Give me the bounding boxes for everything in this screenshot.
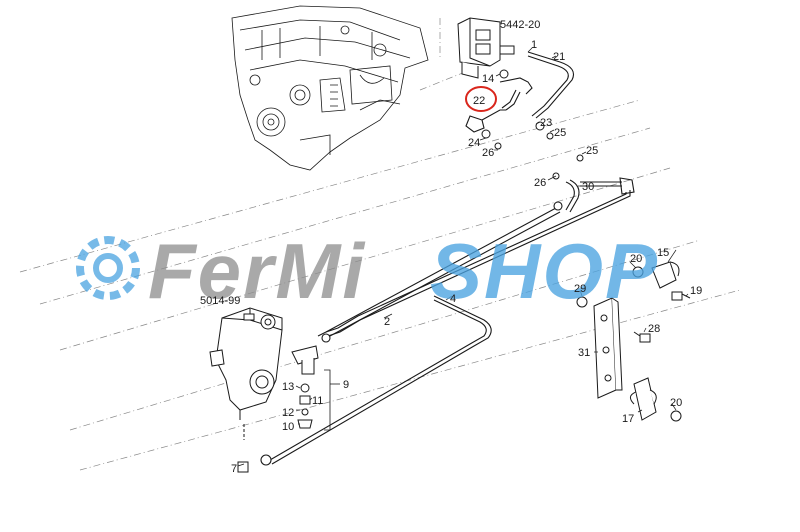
steering-gear-5014-99 — [209, 307, 283, 473]
callout-10: 10 — [282, 421, 294, 433]
pipe-return — [260, 295, 492, 466]
callout-15: 15 — [657, 247, 669, 259]
callout-22: 22 — [473, 95, 485, 107]
fittings-top — [481, 69, 584, 180]
valve-block-5442-20 — [457, 17, 515, 79]
callout-25-upper: 25 — [554, 127, 566, 139]
callout-28: 28 — [648, 323, 660, 335]
callout-9: 9 — [343, 379, 349, 391]
tee-fitting-9 — [291, 345, 319, 429]
callout-23: 23 — [540, 117, 552, 129]
callout-26-upper: 26 — [482, 147, 494, 159]
callout-2: 2 — [384, 316, 390, 328]
callout-20-upper: 20 — [630, 253, 642, 265]
callout-12: 12 — [282, 407, 294, 419]
clamp-17 — [630, 377, 657, 421]
callout-13: 13 — [282, 381, 294, 393]
plate-31 — [593, 297, 623, 399]
callout-31: 31 — [578, 347, 590, 359]
callout-11: 11 — [312, 395, 323, 407]
callout-1: 1 — [531, 39, 537, 51]
callout-25-lower: 25 — [586, 145, 598, 157]
pipe-2 — [317, 201, 563, 343]
callout-20-lower: 20 — [670, 397, 682, 409]
callout-29: 29 — [574, 283, 586, 295]
clamp-15 — [651, 261, 680, 289]
engine-illustration — [231, 5, 429, 171]
watermark: FerMi SHOP — [76, 227, 659, 315]
bracket-9 — [324, 369, 340, 431]
highlight-circle — [465, 86, 497, 112]
watermark-text-fermi: FerMi — [148, 227, 366, 315]
callout-19: 19 — [690, 285, 702, 297]
bolt-19 — [671, 291, 691, 301]
callout-4: 4 — [450, 293, 456, 305]
nuts — [576, 266, 682, 422]
callouts: 5442-20 1 21 14 22 23 25 24 26 25 26 30 … — [200, 19, 702, 475]
callout-21: 21 — [553, 51, 565, 63]
bolt-28 — [633, 331, 651, 343]
callout-30: 30 — [582, 181, 594, 193]
callout-17: 17 — [622, 413, 634, 425]
callout-5014-99: 5014-99 — [200, 295, 240, 307]
pipe-21 — [465, 51, 575, 133]
watermark-text-shop: SHOP — [430, 227, 659, 315]
callout-5442-20: 5442-20 — [500, 19, 540, 31]
pipe-30 — [565, 177, 635, 213]
callout-24: 24 — [468, 137, 480, 149]
leader-lines — [237, 47, 689, 467]
watermark-gear-icon — [76, 236, 140, 300]
callout-26-lower: 26 — [534, 177, 546, 189]
callout-14: 14 — [482, 73, 494, 85]
callout-7: 7 — [231, 463, 237, 475]
